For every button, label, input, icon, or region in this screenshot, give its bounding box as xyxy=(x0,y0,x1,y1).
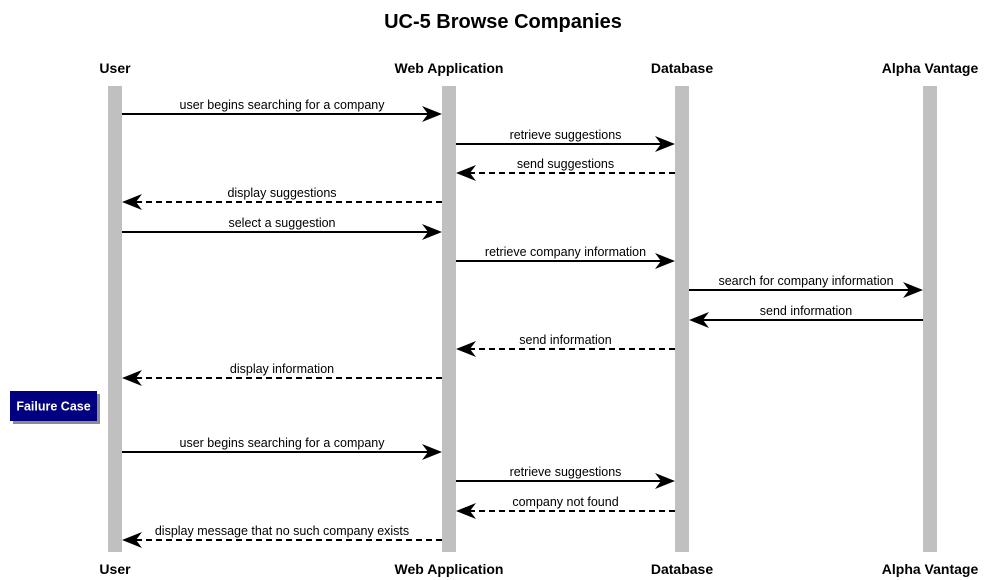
actor-label-alpha-vantage-top: Alpha Vantage xyxy=(882,60,979,76)
lifeline-alpha-vantage xyxy=(923,86,937,552)
actor-label-user-bottom: User xyxy=(99,561,131,577)
actor-label-database-top: Database xyxy=(651,60,713,76)
actor-label-user-top: User xyxy=(99,60,131,76)
message-label: user begins searching for a company xyxy=(180,436,386,450)
message-label: retrieve suggestions xyxy=(510,128,622,142)
message-arrowhead xyxy=(422,444,442,460)
message-arrowhead xyxy=(122,370,142,386)
message-label: send suggestions xyxy=(517,157,614,171)
message-arrowhead xyxy=(689,312,709,328)
message-label: company not found xyxy=(512,495,618,509)
lifeline-user xyxy=(108,86,122,552)
message-label: send information xyxy=(760,304,852,318)
message-label: user begins searching for a company xyxy=(180,98,386,112)
actor-label-web-application-bottom: Web Application xyxy=(395,561,504,577)
message-label: select a suggestion xyxy=(228,216,335,230)
message-label: retrieve company information xyxy=(485,245,646,259)
message-label: display information xyxy=(230,362,334,376)
message-arrowhead xyxy=(122,532,142,548)
message-arrowhead xyxy=(456,503,476,519)
message-label: send information xyxy=(519,333,611,347)
actor-label-alpha-vantage-bottom: Alpha Vantage xyxy=(882,561,979,577)
message-label: search for company information xyxy=(718,274,893,288)
note-label: Failure Case xyxy=(16,400,90,414)
message-arrowhead xyxy=(655,473,675,489)
message-label: display suggestions xyxy=(227,186,336,200)
actor-label-web-application-top: Web Application xyxy=(395,60,504,76)
message-arrowhead xyxy=(903,282,923,298)
message-label: display message that no such company exi… xyxy=(155,524,409,538)
actor-label-database-bottom: Database xyxy=(651,561,713,577)
message-group: user begins searching for a company retri… xyxy=(122,98,923,548)
diagram-title: UC-5 Browse Companies xyxy=(384,11,622,33)
message-arrowhead xyxy=(422,106,442,122)
failure-case-note: Failure Case xyxy=(10,391,100,424)
lifeline-web-application xyxy=(442,86,456,552)
message-arrowhead xyxy=(122,194,142,210)
message-label: retrieve suggestions xyxy=(510,465,622,479)
message-arrowhead xyxy=(655,253,675,269)
lifeline-database xyxy=(675,86,689,552)
message-arrowhead xyxy=(422,224,442,240)
message-arrowhead xyxy=(655,136,675,152)
message-arrowhead xyxy=(456,341,476,357)
message-arrowhead xyxy=(456,165,476,181)
